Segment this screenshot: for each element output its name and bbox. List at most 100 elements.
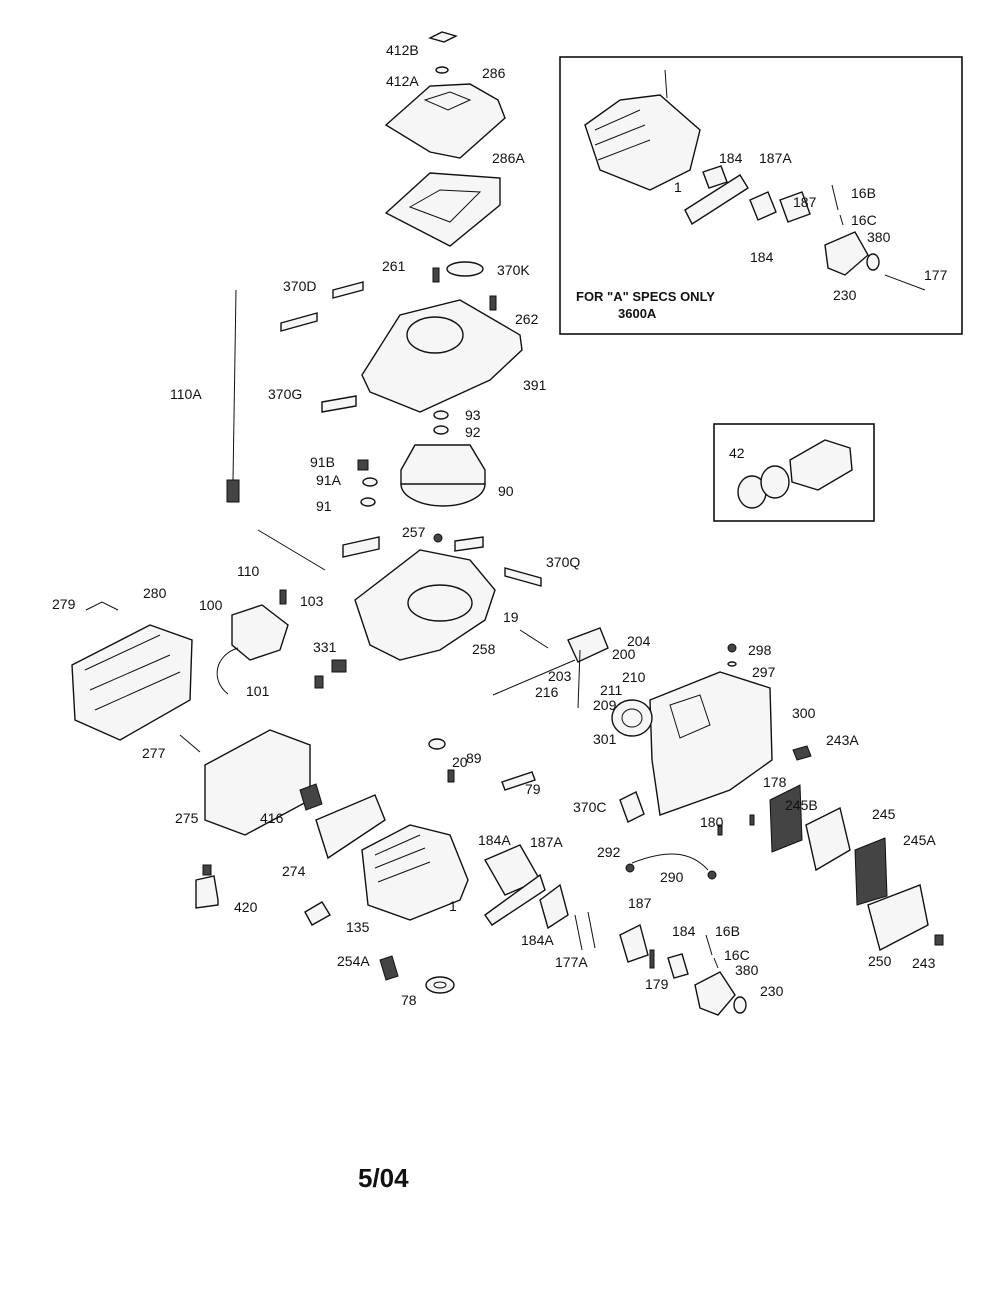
air-filter-245-shape (805, 806, 851, 872)
part-label: 254A (337, 953, 370, 969)
screw-16c-upper (839, 214, 844, 226)
screw-16b-lower (705, 934, 713, 956)
gasket-274-shape (315, 794, 386, 860)
part-label: 370Q (546, 554, 580, 570)
part-label: 187A (530, 834, 563, 850)
part-label: 261 (382, 258, 406, 274)
piston-ring-42-b (760, 465, 790, 499)
part-label: 257 (402, 524, 426, 540)
decal-370g-shape (321, 395, 357, 413)
nut-91-shape (360, 497, 376, 507)
gasket-184-upper-b (749, 191, 777, 221)
muffler-275-shape (204, 729, 311, 836)
part-label: 177A (555, 954, 588, 970)
part-label: 391 (523, 377, 547, 393)
cylinder-fins-upper (594, 109, 651, 161)
part-label: 91A (316, 472, 342, 488)
part-label: 216 (535, 684, 559, 700)
part-label: 20 (452, 754, 468, 770)
part-label: 184 (672, 923, 696, 939)
screw-16c-lower (713, 957, 719, 969)
part-label: 178 (763, 774, 787, 790)
screen-245a-shape (854, 837, 888, 906)
part-label: 200 (612, 646, 636, 662)
gasket-184a-lower (539, 883, 569, 930)
throttle-rod-110-line (257, 529, 326, 571)
part-label: 1 (449, 898, 457, 914)
screw-180-shape (717, 824, 723, 836)
part-label: 184 (719, 150, 743, 166)
part-label: 187 (793, 194, 817, 210)
part-label: 19 (503, 609, 519, 625)
spec-a-note-line1: FOR "A" SPECS ONLY (576, 289, 715, 304)
part-label: 1 (674, 179, 682, 195)
washer-297-shape (727, 661, 737, 667)
part-label: 100 (199, 597, 223, 613)
part-label: 89 (466, 750, 482, 766)
part-label: 412B (386, 42, 419, 58)
part-label: 245 (872, 806, 896, 822)
part-label: 300 (792, 705, 816, 721)
part-label: 187 (628, 895, 652, 911)
screw-178-shape (749, 814, 755, 826)
starter-hub (406, 316, 464, 354)
decal-370q-a (342, 536, 380, 558)
throttle-lever-200-shape (567, 627, 609, 663)
part-label: 262 (515, 311, 539, 327)
part-label: 279 (52, 596, 76, 612)
flywheel-90-fins (400, 444, 486, 485)
part-label: 179 (645, 976, 669, 992)
part-label: 210 (622, 669, 646, 685)
starter-housing-391-shape (361, 299, 523, 413)
part-label: 277 (142, 745, 166, 761)
part-label: 211 (600, 682, 623, 698)
clamp-292-b (707, 870, 717, 880)
part-label: 370K (497, 262, 530, 278)
washer-92-shape (433, 425, 449, 435)
part-label: 298 (748, 642, 772, 658)
fuel-cap-inner (621, 708, 643, 728)
fuel-cap-301-shape (611, 699, 653, 737)
part-label: 297 (752, 664, 776, 680)
part-label: 331 (313, 639, 337, 655)
stop-switch-331-b (314, 675, 324, 689)
spring-254a-shape (379, 955, 399, 981)
part-label: 380 (867, 229, 891, 245)
part-label: 16C (851, 212, 877, 228)
screw-298-shape (727, 643, 737, 653)
heat-shield-280-shape (71, 624, 193, 741)
housing-hub (407, 584, 473, 622)
part-label: 370C (573, 799, 606, 815)
part-label: 101 (246, 683, 270, 699)
link-216-line (492, 659, 576, 696)
fuel-tank-300-shape (649, 671, 773, 816)
carburetor-380-upper (824, 231, 869, 276)
o-ring-370k-shape (446, 261, 484, 277)
decal-370q-c (504, 567, 542, 587)
spark-plug-135-shape (304, 901, 331, 926)
part-label: 243A (826, 732, 859, 748)
part-label: 258 (472, 641, 496, 657)
part-label: 93 (465, 407, 481, 423)
decal-370q-b (454, 536, 484, 552)
washer-412a-shape (435, 66, 449, 74)
part-label: 42 (729, 445, 745, 461)
part-label: 380 (735, 962, 759, 978)
decal-370c-shape (619, 791, 645, 823)
spring-279-shape (85, 601, 119, 611)
part-labels: 412B 412A 286 286A 261 370K 370D 262 391… (52, 42, 948, 1008)
fuel-tank-window (669, 694, 711, 739)
date-code: 5/04 (358, 1163, 409, 1193)
fuel-line-290 (631, 853, 709, 871)
part-label: 250 (868, 953, 892, 969)
pin-209-line (577, 649, 581, 709)
cover-top-detail (423, 91, 472, 111)
throttle-cable-110a-line (232, 289, 237, 481)
screw-243-shape (934, 934, 944, 946)
part-label: 187A (759, 150, 792, 166)
spec-a-inset-box (559, 56, 963, 335)
part-label: 245A (903, 832, 936, 848)
part-label: 184A (478, 832, 511, 848)
oil-bottle-420-shape (195, 875, 219, 909)
part-label: 203 (548, 668, 572, 684)
